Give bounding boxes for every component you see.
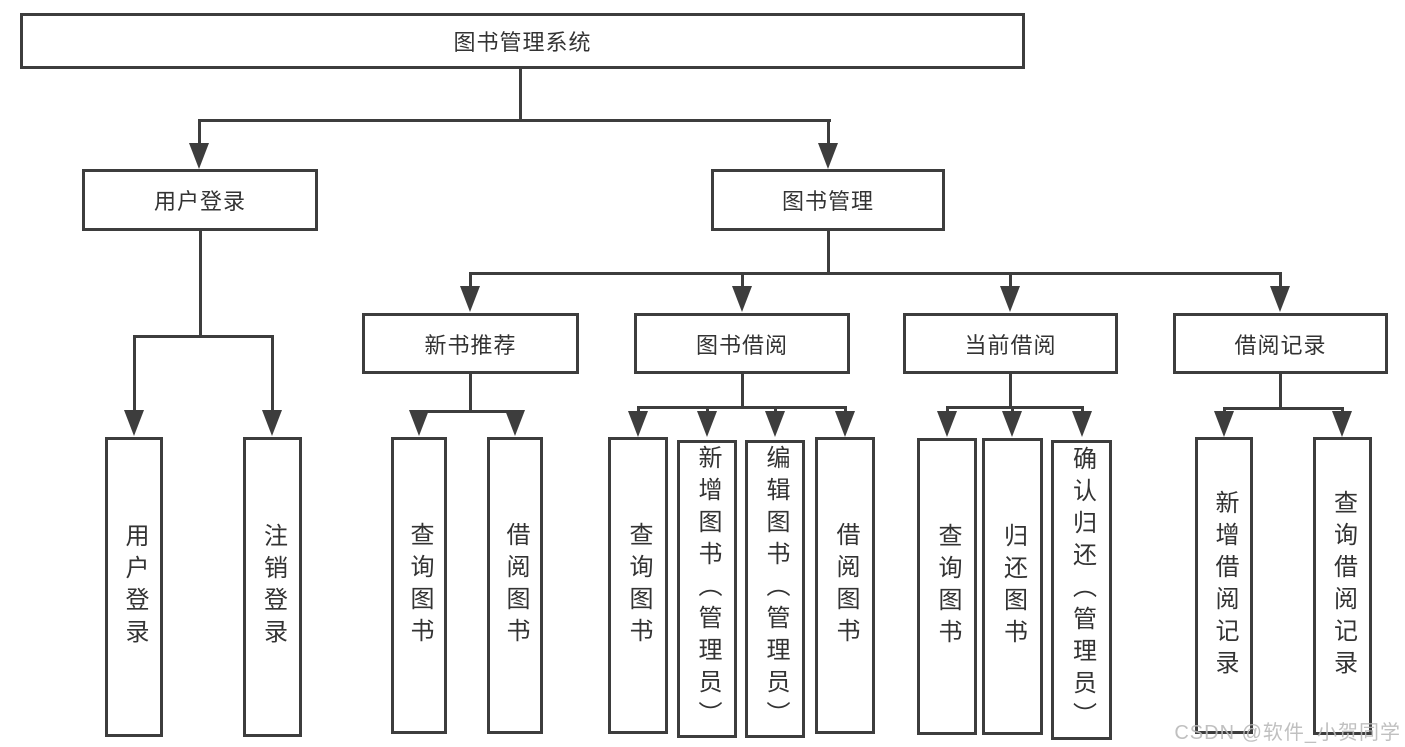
connector-drop [1011, 406, 1014, 414]
node-br-query-record: 查询借阅记录 [1313, 437, 1372, 735]
connector-drop [271, 335, 274, 412]
arrow-down-icon [765, 411, 785, 437]
node-current-borrowing: 当前借阅 [903, 313, 1118, 374]
arrow-down-icon [1214, 411, 1234, 437]
arrow-down-icon [1002, 411, 1022, 437]
arrow-down-icon [628, 411, 648, 437]
node-bb-query-book: 查询图书 [608, 437, 668, 734]
node-cb-return-book: 归还图书 [982, 438, 1043, 735]
csdn-watermark: CSDN @软件_小贺同学 [1174, 722, 1401, 744]
connector-drop [946, 406, 949, 414]
arrow-down-icon [1332, 411, 1352, 437]
connector-borrow-stub [741, 374, 744, 408]
arrow-down-icon [409, 410, 429, 436]
connector-current-stub [1009, 374, 1012, 408]
arrow-down-icon [835, 411, 855, 437]
connector-drop [198, 119, 201, 146]
node-cb-confirm-return-admin: 确认归还（管理员） [1051, 440, 1112, 740]
node-cb-query-book: 查询图书 [917, 438, 977, 735]
arrow-down-icon [460, 286, 480, 312]
connector-drop [1081, 406, 1084, 414]
node-book-management: 图书管理 [711, 169, 945, 231]
node-new-book-recommendation: 新书推荐 [362, 313, 579, 374]
arrow-down-icon [262, 410, 282, 436]
node-rec-borrow-book: 借阅图书 [487, 437, 543, 734]
connector-userlogin-stub [199, 229, 202, 337]
arrow-down-icon [1072, 411, 1092, 437]
node-borrowing-records: 借阅记录 [1173, 313, 1388, 374]
connector-current-branch [947, 406, 1083, 409]
arrow-down-icon [124, 410, 144, 436]
connector-rec-stub [469, 374, 472, 412]
node-logout: 注销登录 [243, 437, 302, 737]
arrow-down-icon [505, 410, 525, 436]
node-user-login-leaf: 用户登录 [105, 437, 163, 737]
connector-drop [133, 335, 136, 412]
connector-records-branch [1224, 407, 1343, 410]
connector-drop [827, 119, 830, 146]
arrow-down-icon [1270, 286, 1290, 312]
connector-root-branch [198, 119, 831, 122]
node-rec-query-book: 查询图书 [391, 437, 447, 734]
arrow-down-icon [937, 411, 957, 437]
connector-drop [774, 406, 777, 414]
connector-borrow-branch [638, 406, 846, 409]
connector-userlogin-branch [133, 335, 273, 338]
connector-records-stub [1279, 374, 1282, 409]
connector-drop [844, 406, 847, 414]
node-book-borrowing: 图书借阅 [634, 313, 850, 374]
arrow-down-icon [697, 411, 717, 437]
connector-drop [469, 272, 472, 288]
node-user-login: 用户登录 [82, 169, 318, 231]
connector-drop [706, 406, 709, 414]
arrow-down-icon [1000, 286, 1020, 312]
arrow-down-icon [818, 143, 838, 169]
connector-drop [1223, 407, 1226, 414]
node-bb-borrow-book: 借阅图书 [815, 437, 875, 734]
connector-bookmgmt-stub [827, 231, 830, 274]
node-br-add-record: 新增借阅记录 [1195, 437, 1253, 734]
connector-rec-branch [419, 410, 516, 413]
connector-drop [1279, 272, 1282, 288]
connector-root-stub [519, 69, 522, 120]
node-bb-add-book-admin: 新增图书（管理员） [677, 440, 737, 738]
connector-drop [741, 272, 744, 288]
connector-bookmgmt-branch [470, 272, 1281, 275]
node-library-management-system: 图书管理系统 [20, 13, 1025, 69]
connector-drop [1009, 272, 1012, 288]
node-bb-edit-book-admin: 编辑图书（管理员） [745, 440, 805, 738]
connector-drop [1341, 407, 1344, 414]
arrow-down-icon [732, 286, 752, 312]
arrow-down-icon [189, 143, 209, 169]
connector-drop [637, 406, 640, 414]
